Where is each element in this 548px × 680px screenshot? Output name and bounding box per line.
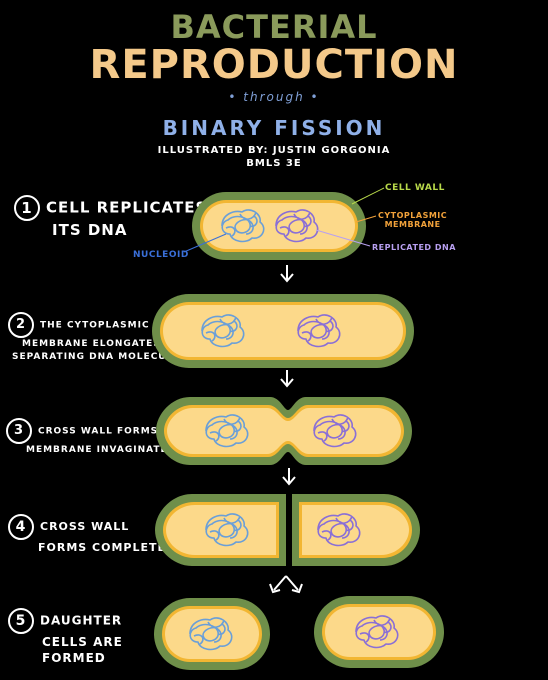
label-cell-wall: CELL WALL (385, 183, 445, 193)
step-4-line1: CROSS WALL (40, 520, 130, 533)
daughter-cell-left (154, 598, 270, 670)
daughter-cell-right (314, 596, 444, 668)
title-binary-fission: BINARY FISSION (162, 116, 386, 140)
step-2: 2 THE CYTOPLASMIC MEMBRANE ELONGATES, SEP… (8, 312, 188, 364)
arrow-down-2 (280, 370, 294, 388)
step-4-line2: FORMS COMPLETELY (38, 541, 182, 554)
replicated-dna-pointer (315, 229, 371, 247)
cell-step-3 (156, 397, 412, 465)
title-reproduction: REPRODUCTION (89, 42, 459, 88)
cell-step-1 (192, 192, 366, 260)
cell-step-2 (152, 294, 414, 368)
step-1-number: 1 (14, 195, 40, 221)
step-4: 4 CROSS WALL FORMS COMPLETELY (8, 514, 181, 555)
step-5-line2: CELLS ARE (42, 635, 123, 649)
label-cytoplasmic: CYTOPLASMIC (378, 211, 448, 220)
membrane-pointer (355, 215, 377, 223)
step-2-line3: SEPARATING DNA MOLECULES (12, 352, 188, 362)
step-3-number: 3 (6, 418, 32, 444)
label-nucleoid: NUCLEOID (133, 250, 189, 260)
credit: ILLUSTRATED BY: JUSTIN GORGONIA BMLS 3E (0, 144, 548, 170)
arrow-split-left (269, 575, 287, 594)
credit-class: BMLS 3E (246, 158, 302, 169)
step-3-line2: MEMBRANE INVAGINATES (26, 445, 176, 455)
arrow-down-3 (282, 468, 296, 486)
step-1-line1: CELL REPLICATES (46, 198, 208, 217)
step-5-line3: FORMED (42, 651, 106, 665)
step-2-line2: MEMBRANE ELONGATES, (22, 339, 166, 349)
label-cytoplasmic-membrane: CYTOPLASMIC MEMBRANE (378, 211, 447, 229)
step-1: 1 CELL REPLICATES ITS DNA (14, 195, 207, 240)
label-replicated-dna: REPLICATED DNA (372, 243, 456, 252)
label-membrane: MEMBRANE (384, 220, 441, 229)
step-3-line1: CROSS WALL FORMS; (38, 426, 163, 437)
step-5-line1: DAUGHTER (40, 613, 123, 628)
step-4-number: 4 (8, 514, 34, 540)
arrow-down-1 (280, 265, 294, 283)
step-5: 5 DAUGHTER CELLS ARE FORMED (8, 608, 123, 666)
step-3: 3 CROSS WALL FORMS; MEMBRANE INVAGINATES (6, 418, 175, 457)
cell-step-4 (155, 494, 420, 566)
credit-author: ILLUSTRATED BY: JUSTIN GORGONIA (157, 145, 391, 156)
step-2-line1: THE CYTOPLASMIC (40, 320, 150, 331)
cell-wall-pointer (351, 187, 385, 205)
nucleoid-pointer (183, 233, 227, 253)
step-1-line2: ITS DNA (52, 221, 128, 239)
arrow-split-right (285, 575, 303, 594)
step-2-number: 2 (8, 312, 34, 338)
step-5-number: 5 (8, 608, 34, 634)
title-through: • through • (228, 90, 320, 104)
title-bacterial: BACTERIAL (170, 8, 378, 46)
